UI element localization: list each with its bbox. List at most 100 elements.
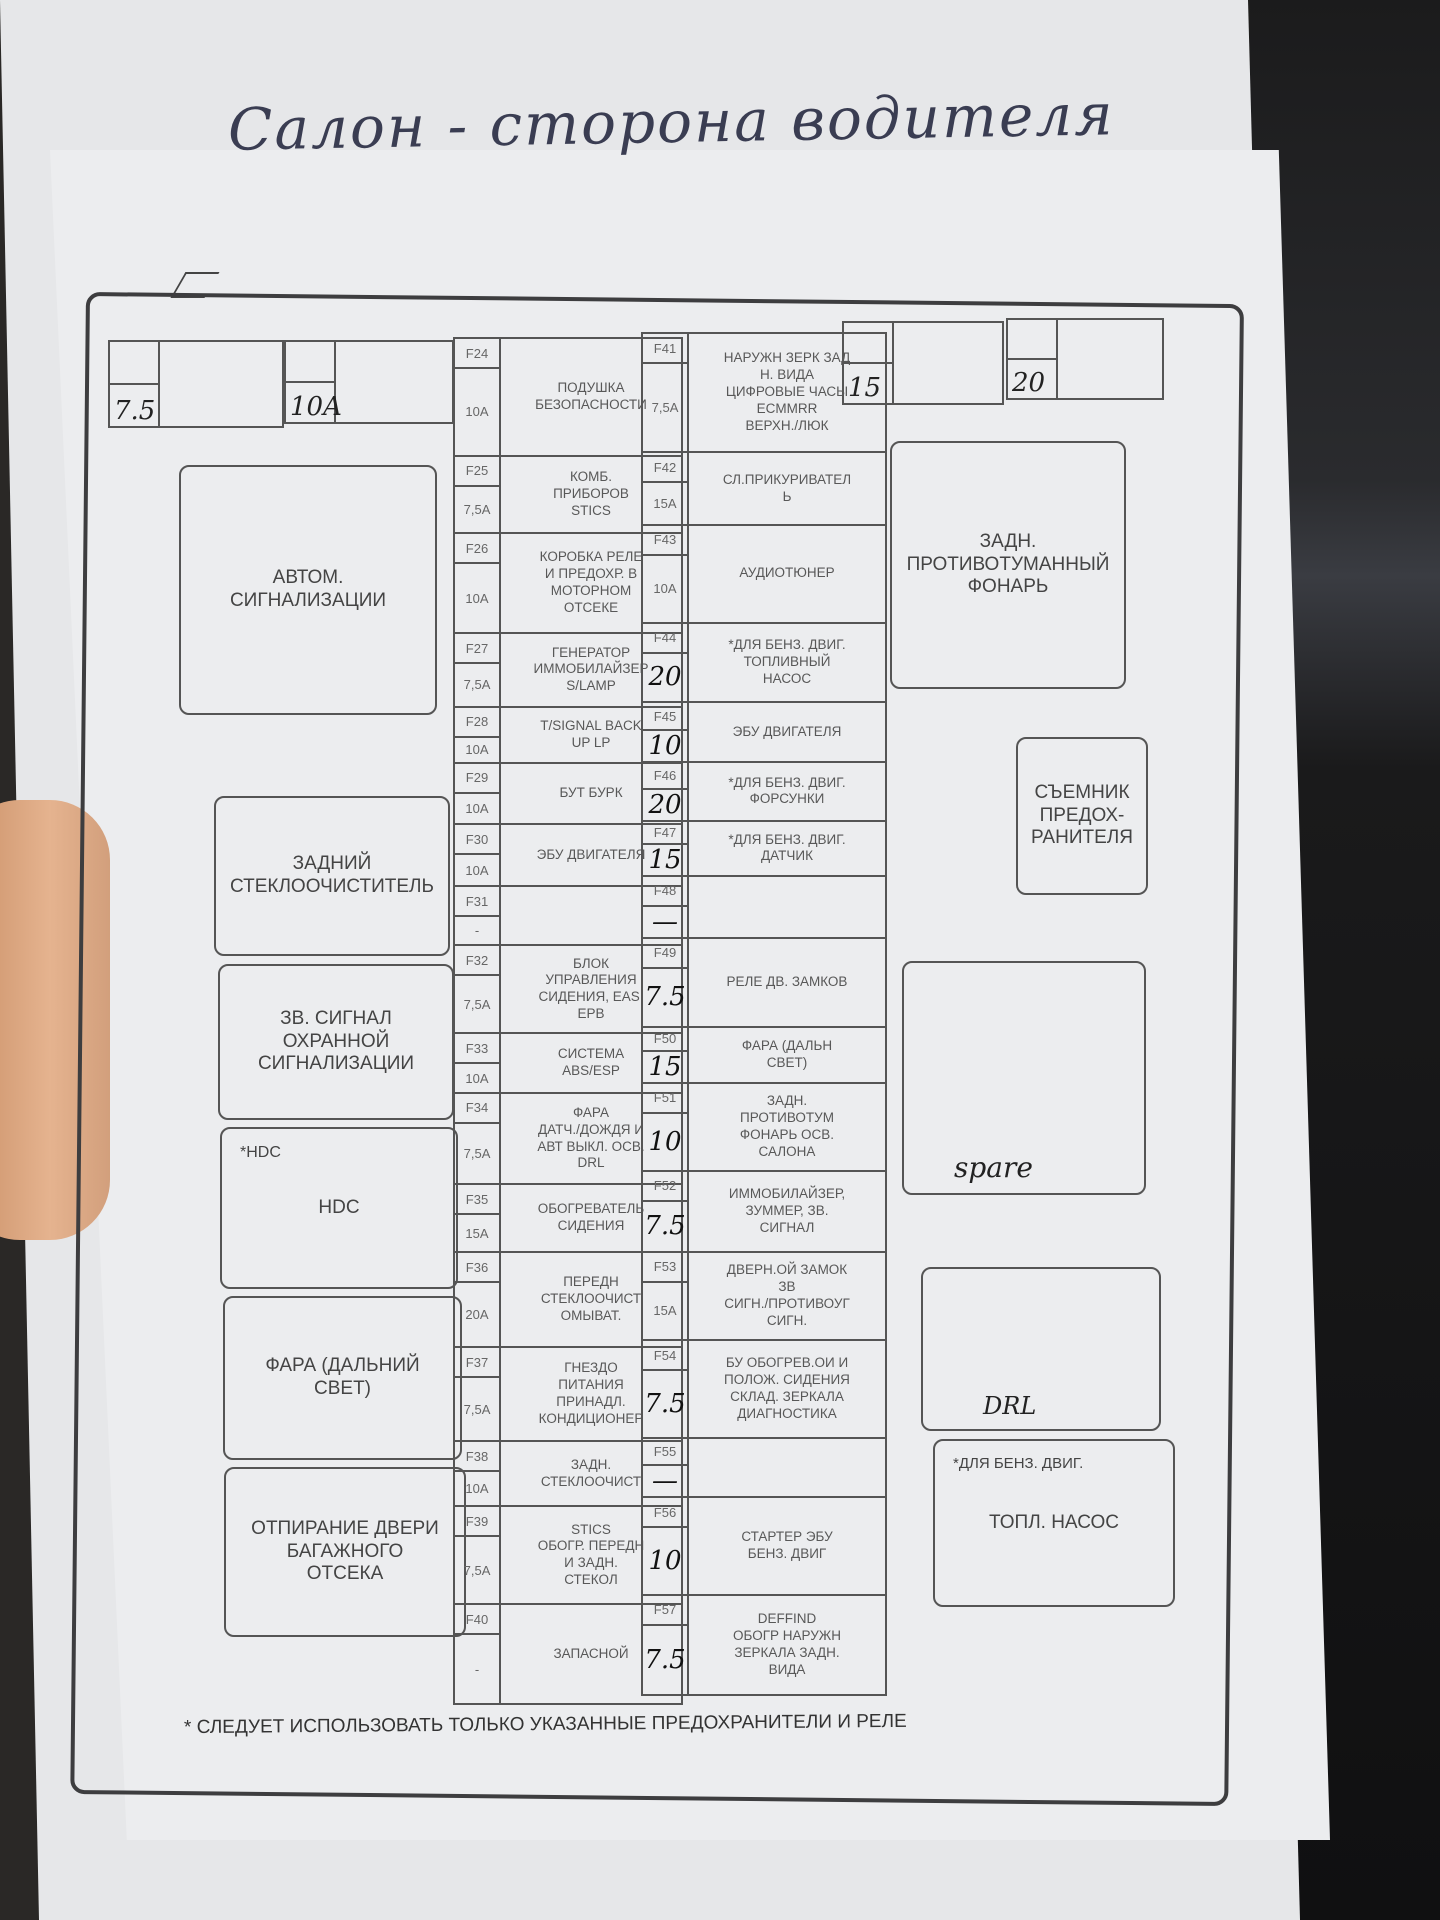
fuse-amperage: 20 bbox=[648, 662, 682, 693]
fuse-amperage: 20A bbox=[465, 1307, 489, 1323]
fuse-amperage: 10 bbox=[648, 1546, 682, 1577]
fuse-id: F38 bbox=[455, 1442, 499, 1473]
fuse-f31: F31- bbox=[455, 887, 681, 947]
fuse-description: КОРОБКА РЕЛЕ И ПРЕДОХР. В МОТОРНОМ ОТСЕК… bbox=[539, 549, 643, 615]
fuse-id: F30 bbox=[455, 825, 499, 856]
relay-alarm-horn: ЗВ. СИГНАЛ ОХРАННОЙ СИГНАЛИЗАЦИИ bbox=[218, 964, 454, 1120]
fuse-id: F29 bbox=[455, 764, 499, 794]
fuse-amperage: 7,5A bbox=[463, 1401, 491, 1417]
relay-alarm: АВТОМ. СИГНАЛИЗАЦИИ bbox=[179, 465, 437, 715]
fuse-amperage: 15A bbox=[465, 1225, 489, 1241]
fuse-id: F25 bbox=[455, 457, 499, 487]
fuse-amperage: 10 bbox=[648, 1126, 682, 1157]
fuse-description: STICS ОБОГР. ПЕРЕДН И ЗАДН. СТЕКОЛ bbox=[537, 1521, 645, 1588]
fuse-description: ФАРА ДАТЧ./ДОЖДЯ И АВТ ВЫКЛ. ОСВ. DRL bbox=[537, 1104, 645, 1171]
fuse-description bbox=[689, 1439, 885, 1496]
relay-spare: spare bbox=[902, 961, 1146, 1195]
fuse-id: F40 bbox=[455, 1605, 499, 1636]
finger bbox=[0, 800, 110, 1240]
fuse-description: DEFFIND ОБОГР НАРУЖН ЗЕРКАЛА ЗАДН. ВИДА bbox=[732, 1611, 842, 1677]
fuse-id-cell: F40 - bbox=[455, 1605, 501, 1703]
fuse-id: F42 bbox=[643, 453, 687, 484]
fuse-description: РЕЛЕ ДВ. ЗАМКОВ bbox=[726, 973, 848, 989]
fuse-description: *ДЛЯ БЕНЗ. ДВИГ. ДАТЧИК bbox=[728, 831, 846, 864]
fuse-id: F48 bbox=[643, 877, 687, 907]
fuse-amperage: 10A bbox=[465, 742, 489, 758]
fuse-description: ДВЕРН.ОЙ ЗАМОК ЗВ СИГН./ПРОТИВОУГ СИГН. bbox=[724, 1262, 850, 1328]
fuse-description: *ДЛЯ БЕНЗ. ДВИГ. ФОРСУНКИ bbox=[728, 774, 846, 807]
fuse-description: ЭБУ ДВИГАТЕЛЯ bbox=[732, 723, 842, 739]
fuse-f48: F48— bbox=[643, 876, 885, 939]
fuse-id: F47 bbox=[643, 822, 687, 845]
fuse-amperage: 7,5A bbox=[463, 996, 491, 1012]
fuse-description: ЗАДН. ПРОТИВОТУМ ФОНАРЬ ОСВ. САЛОНА bbox=[739, 1093, 835, 1159]
relay-note: *HDC bbox=[240, 1144, 281, 1161]
fuse-value: 15 bbox=[848, 373, 882, 403]
fuse-amperage: 15 bbox=[648, 844, 682, 875]
fuse-id: F56 bbox=[643, 1498, 687, 1529]
fuse-value: 20 bbox=[1012, 368, 1046, 398]
fuse-id-cell: F31- bbox=[455, 887, 501, 945]
fuse-description bbox=[689, 877, 885, 937]
top-fuse-right-1: 15 bbox=[842, 321, 1004, 405]
fuse-id: F52 bbox=[643, 1172, 687, 1202]
fuse-description: БУТ БУРК bbox=[559, 784, 623, 800]
fuse-f55: F55— bbox=[643, 1438, 885, 1499]
fuse-f40: F40-ЗАПАСНОЙ bbox=[455, 1605, 681, 1703]
fuse-amperage: - bbox=[474, 1661, 480, 1677]
fuse-amperage: 10A bbox=[465, 800, 489, 816]
fuse-id-cell: F48— bbox=[643, 876, 689, 937]
fuse-amperage: - bbox=[474, 923, 480, 939]
fuse-description: СТАРТЕР ЭБУ БЕНЗ. ДВИГ bbox=[741, 1529, 833, 1562]
fuse-id: F41 bbox=[643, 334, 687, 364]
top-fuse-left-1: 7.5 bbox=[108, 340, 284, 428]
relay-rear-wiper: ЗАДНИЙ СТЕКЛООЧИСТИТЕЛЬ bbox=[214, 796, 450, 956]
fuse-amperage: 10A bbox=[465, 404, 489, 420]
fuse-description: ОБОГРЕВАТЕЛЬ СИДЕНИЯ bbox=[537, 1201, 645, 1234]
handwritten-label: DRL bbox=[983, 1392, 1037, 1421]
fuse-amperage: 15A bbox=[653, 1303, 677, 1319]
fuse-description: КОМБ. ПРИБОРОВ STICS bbox=[553, 469, 629, 518]
fuse-description: НАРУЖН ЗЕРК ЗАД Н. ВИДА ЦИФРОВЫЕ ЧАСЫ EC… bbox=[723, 350, 851, 433]
relay-label: HDC bbox=[318, 1196, 360, 1218]
fuse-amperage: 15 bbox=[648, 1051, 682, 1082]
fuse-id: F32 bbox=[455, 946, 499, 977]
fuse-amperage: 10A bbox=[465, 590, 489, 606]
fuse-amperage: 10 bbox=[648, 730, 682, 761]
fuse-id: F57 bbox=[643, 1596, 687, 1626]
relay-fuel-pump: *ДЛЯ БЕНЗ. ДВИГ. ТОПЛ. НАСОС bbox=[933, 1439, 1175, 1607]
fuse-amperage: 10A bbox=[465, 1481, 489, 1497]
fuse-description: ИММОБИЛАЙЗЕР, ЗУММЕР, ЗВ. СИГНАЛ bbox=[728, 1186, 846, 1235]
fuse-puller: СЪЕМНИК ПРЕДОХ- РАНИТЕЛЯ bbox=[1016, 737, 1148, 895]
fuse-amperage: — bbox=[652, 906, 678, 937]
relay-note: *ДЛЯ БЕНЗ. ДВИГ. bbox=[953, 1455, 1084, 1472]
fuse-amperage: — bbox=[652, 1466, 678, 1497]
